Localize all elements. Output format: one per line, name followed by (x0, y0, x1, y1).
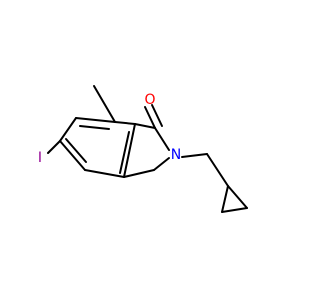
bond-ch2-cp (206, 153, 229, 187)
bond-c7a-c3a-inner (119, 131, 130, 174)
bond-n-ch2 (181, 153, 208, 158)
bond-c7a-c1 (134, 123, 156, 129)
bond-cp-b (221, 207, 248, 213)
bond-c3a-c4 (84, 169, 125, 178)
bond-n-c3 (153, 157, 170, 171)
molecule-structure: O N I (38, 85, 248, 213)
atom-oxygen: O (144, 92, 155, 108)
bond-c6-c7 (75, 117, 116, 123)
bond-c1-o-second (151, 104, 163, 127)
bond-c7a-c3a (123, 123, 136, 178)
structure-canvas: O N I (38, 85, 248, 213)
bond-c5-c6 (59, 117, 77, 142)
bond-c1-o (144, 106, 156, 129)
bond-layer (47, 85, 248, 213)
bond-cp-a (221, 185, 229, 213)
atom-labels: O N I (38, 92, 181, 166)
bond-cp-c (227, 185, 248, 209)
atom-nitrogen: N (171, 147, 181, 163)
bond-c7-c7a (114, 121, 136, 125)
bond-c4-c5-inner (65, 138, 87, 163)
bond-c6-c7-inner (79, 125, 110, 130)
bond-c4-c5 (59, 140, 86, 171)
bond-c1-n (154, 127, 170, 151)
bond-c5-iodine (47, 140, 61, 154)
bond-c3-c3a (123, 169, 155, 178)
bond-c7-methyl (93, 85, 116, 123)
atom-iodine: I (38, 150, 42, 166)
